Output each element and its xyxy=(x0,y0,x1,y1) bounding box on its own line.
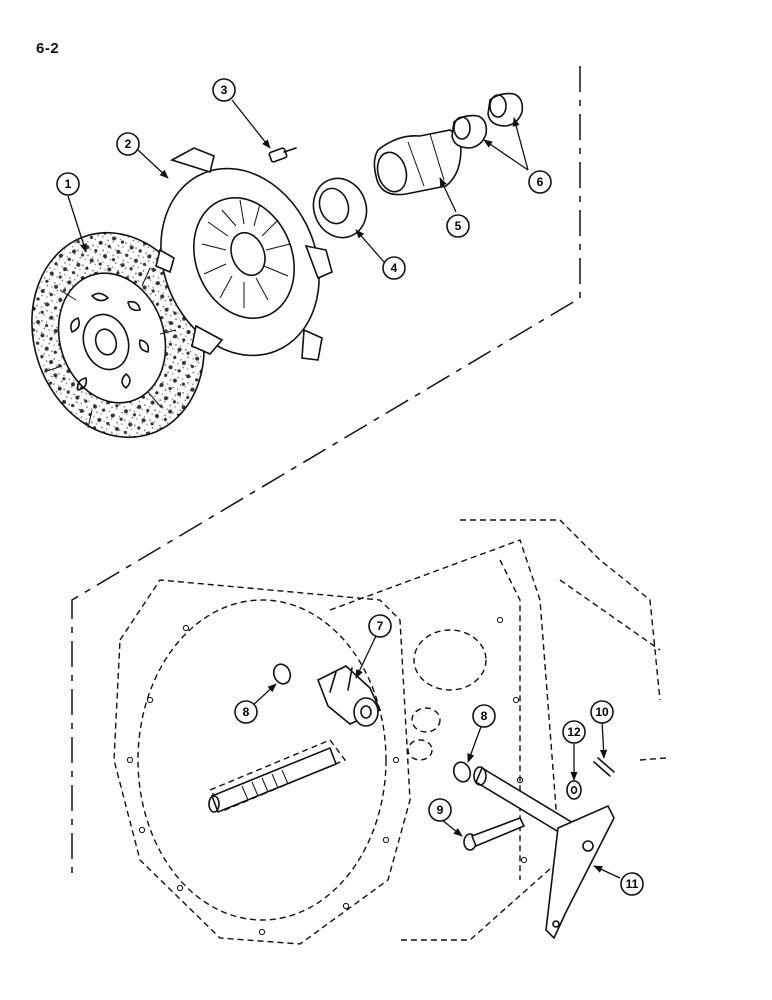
input-shaft xyxy=(208,746,338,814)
snap-ring-lower xyxy=(452,761,472,783)
svg-text:1: 1 xyxy=(65,177,72,191)
callout-8-left: 8 xyxy=(234,700,258,724)
release-sleeve xyxy=(316,665,382,727)
svg-text:8: 8 xyxy=(481,709,488,723)
callout-6: 6 xyxy=(528,170,552,194)
release-bearing xyxy=(312,177,368,239)
svg-text:10: 10 xyxy=(595,705,609,719)
callout-4: 4 xyxy=(382,256,406,280)
callout-12: 12 xyxy=(562,720,586,744)
clevis-pin xyxy=(463,816,526,851)
pressure-plate xyxy=(155,147,333,361)
svg-text:4: 4 xyxy=(391,261,398,275)
svg-text:8: 8 xyxy=(243,705,250,719)
snap-ring-upper xyxy=(272,663,292,685)
svg-text:5: 5 xyxy=(455,219,462,233)
leader-lines xyxy=(67,99,621,879)
phantom-plane-lines xyxy=(71,66,581,878)
svg-text:9: 9 xyxy=(437,803,444,817)
bushings xyxy=(451,92,524,149)
callout-1: 1 xyxy=(56,172,80,196)
svg-text:7: 7 xyxy=(377,619,384,633)
svg-text:11: 11 xyxy=(626,877,639,891)
clutch-disc xyxy=(31,231,205,439)
svg-text:2: 2 xyxy=(125,137,132,151)
bearing-carrier xyxy=(373,129,462,196)
bolt xyxy=(268,147,297,163)
page-number: 6-2 xyxy=(36,40,60,57)
callout-8-right: 8 xyxy=(472,704,496,728)
washer xyxy=(566,780,582,800)
callout-3: 3 xyxy=(212,78,236,102)
svg-text:3: 3 xyxy=(221,83,228,97)
cotter-pin xyxy=(593,757,615,777)
svg-text:12: 12 xyxy=(567,725,581,739)
callout-7: 7 xyxy=(368,614,392,638)
callout-5: 5 xyxy=(446,214,470,238)
callout-10: 10 xyxy=(590,700,614,724)
lever-arm xyxy=(545,804,615,940)
callout-11: 11 xyxy=(620,872,644,896)
callout-9: 9 xyxy=(428,798,452,822)
callout-2: 2 xyxy=(116,132,140,156)
svg-text:6: 6 xyxy=(537,175,544,189)
